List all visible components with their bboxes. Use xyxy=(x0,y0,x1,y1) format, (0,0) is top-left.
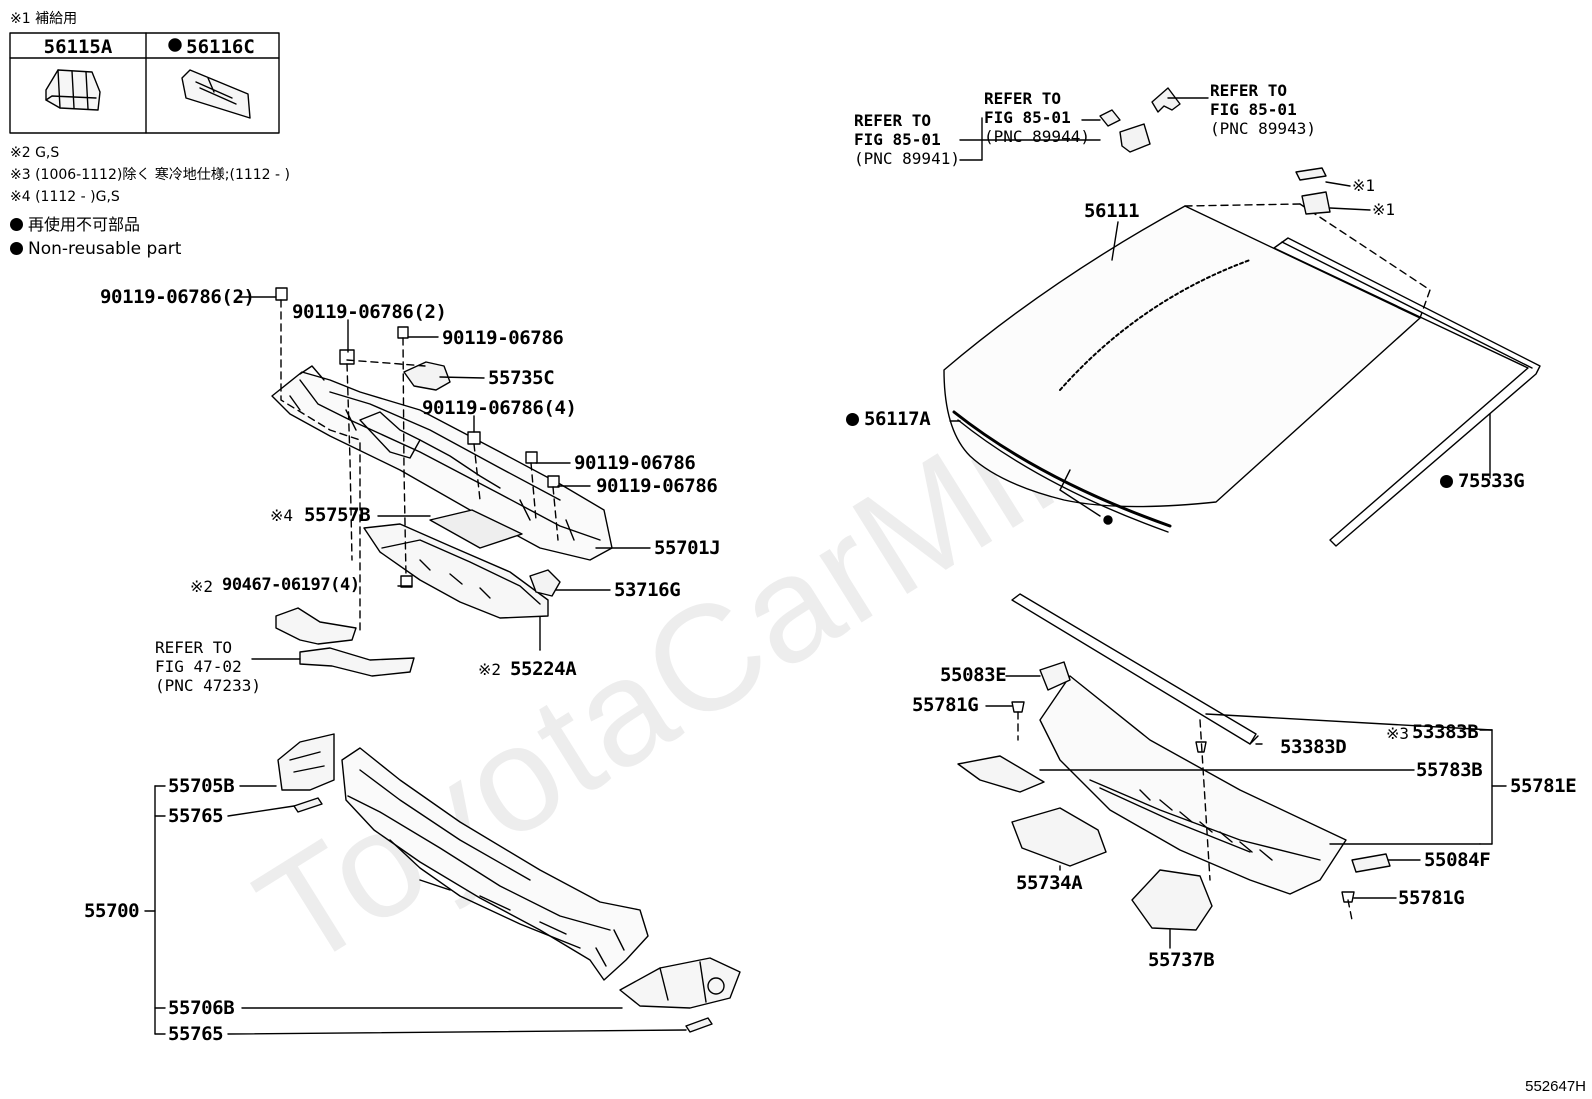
label-55757b-note: ※4 xyxy=(270,506,294,525)
label-55705b: 55705B xyxy=(168,775,235,797)
nonreuse-en-text: Non-reusable part xyxy=(28,239,182,259)
ref-944-line2: FIG 85-01 xyxy=(984,108,1071,127)
label-55224a-note: ※2 xyxy=(478,660,502,679)
supply-note: ※1 補給用 xyxy=(10,11,78,27)
leader-lines-right-bottom xyxy=(985,675,1507,949)
dashed-guides-right-bottom xyxy=(1017,711,1353,921)
label-56117a: 56117A xyxy=(846,408,931,430)
nonreuse-dot-icon xyxy=(1440,475,1453,488)
louver-55781e xyxy=(1039,675,1347,895)
ref-47-line3: (PNC 47233) xyxy=(155,676,261,695)
bracket-47233 xyxy=(275,607,415,677)
label-55765-a: 55765 xyxy=(168,805,224,827)
bullet-dot-icon xyxy=(10,218,23,231)
label-53716g: 53716G xyxy=(614,579,681,601)
label-55084f: 55084F xyxy=(1424,849,1491,871)
ref-941-line1: REFER TO xyxy=(854,111,932,130)
nonreuse-jp-text: 再使用不可部品 xyxy=(28,215,141,234)
leader-lines-left xyxy=(144,296,687,1035)
bullet-dot-icon xyxy=(10,242,23,255)
ref-fig-47-02: REFER TO FIG 47-02 (PNC 47233) xyxy=(155,638,261,695)
supply-col1: 56115A xyxy=(43,36,113,58)
ref-parts-top xyxy=(1099,87,1331,215)
dam-56117a xyxy=(952,410,1172,533)
ref-943-line2: FIG 85-01 xyxy=(1210,100,1297,119)
label-55734a: 55734A xyxy=(1016,872,1083,894)
label-55224a: 55224A xyxy=(510,658,577,680)
cowl-top-panel-55700 xyxy=(341,747,649,981)
seal-55757b xyxy=(429,509,523,549)
supply-table-frame xyxy=(9,32,280,134)
ref-941-line3: (PNC 89941) xyxy=(854,149,960,168)
label-53383d: 53383D xyxy=(1280,736,1347,758)
windshield-56111 xyxy=(943,205,1421,508)
label-90119-d: 90119-06786(4) xyxy=(422,397,577,419)
clip-56115a-icon xyxy=(45,69,101,111)
label-55737b: 55737B xyxy=(1148,949,1215,971)
label-55700: 55700 xyxy=(84,900,140,922)
ref-944-line1: REFER TO xyxy=(984,89,1062,108)
label-55083e: 55083E xyxy=(940,664,1007,686)
label-75533g: 75533G xyxy=(1440,470,1525,492)
label-55781g-b: 55781G xyxy=(1398,887,1465,909)
label-75533g-text: 75533G xyxy=(1458,470,1525,492)
ref-943-line3: (PNC 89943) xyxy=(1210,119,1316,138)
nonreuse-dot-56116c xyxy=(168,38,182,52)
label-55783b: 55783B xyxy=(1416,759,1483,781)
label-90467: 90467-06197(4) xyxy=(222,575,360,595)
label-90119-b: 90119-06786(2) xyxy=(292,301,447,323)
ref-47-line1: REFER TO xyxy=(155,638,233,657)
bracket-53716g xyxy=(529,569,561,597)
note-2: ※2 G,S xyxy=(10,145,60,161)
label-55781e: 55781E xyxy=(1510,775,1577,797)
parts-55083e-55084f-55783b-55734a-55737b xyxy=(957,661,1391,931)
ref-pnc-89943: REFER TO FIG 85-01 (PNC 89943) xyxy=(1210,81,1316,138)
supply-col2: 56116C xyxy=(186,36,255,58)
label-55765-b: 55765 xyxy=(168,1023,224,1045)
ref-47-line2: FIG 47-02 xyxy=(155,657,242,676)
label-star1-b: ※1 xyxy=(1372,200,1396,219)
nonreuse-en: Non-reusable part xyxy=(10,241,181,258)
label-56117a-text: 56117A xyxy=(864,408,931,430)
cowl-louver-55224a xyxy=(363,523,549,619)
label-55781g-a: 55781G xyxy=(912,694,979,716)
label-55706b: 55706B xyxy=(168,997,235,1019)
label-55735c: 55735C xyxy=(488,367,555,389)
ref-pnc-89941: REFER TO FIG 85-01 (PNC 89941) xyxy=(854,111,960,168)
label-56111: 56111 xyxy=(1084,200,1140,222)
figure-code: 552647H xyxy=(1525,1078,1586,1095)
label-90119-c: 90119-06786 xyxy=(442,327,564,349)
ref-941-line2: FIG 85-01 xyxy=(854,130,941,149)
label-90119-e: 90119-06786 xyxy=(574,452,696,474)
label-55701j: 55701J xyxy=(654,537,721,559)
seal-53383b xyxy=(1011,593,1259,745)
nonreuse-dot-icon xyxy=(846,413,859,426)
clip-56116c-icon xyxy=(181,69,251,119)
moulding-75533g xyxy=(1273,237,1541,547)
ref-pnc-89944: REFER TO FIG 85-01 (PNC 89944) xyxy=(984,89,1090,146)
shims-55765 xyxy=(293,797,713,1033)
brace-55705b xyxy=(277,733,335,791)
note-4: ※4 (1112 - )G,S xyxy=(10,189,120,205)
label-90467-note: ※2 xyxy=(190,577,214,596)
bracket-55735c xyxy=(403,361,451,391)
dashed-guides-left xyxy=(280,299,559,631)
label-53383b-note: ※3 xyxy=(1386,724,1410,743)
note-3: ※3 (1006-1112)除く 寒冷地仕様;(1112 - ) xyxy=(10,167,290,183)
label-90119-f: 90119-06786 xyxy=(596,475,718,497)
dashed-guides-right-top xyxy=(1184,203,1431,319)
label-55757b: 55757B xyxy=(304,504,371,526)
leader-lines-right-top xyxy=(949,97,1491,479)
nonreuse-jp: 再使用不可部品 xyxy=(10,217,140,233)
label-star1-a: ※1 xyxy=(1352,176,1376,195)
label-53383b: 53383B xyxy=(1412,721,1479,743)
brace-55706b xyxy=(619,957,741,1009)
ref-944-line3: (PNC 89944) xyxy=(984,127,1090,146)
cowl-panel-55701j xyxy=(271,365,613,561)
label-90119-a: 90119-06786(2) xyxy=(100,286,255,308)
ref-943-line1: REFER TO xyxy=(1210,81,1288,100)
